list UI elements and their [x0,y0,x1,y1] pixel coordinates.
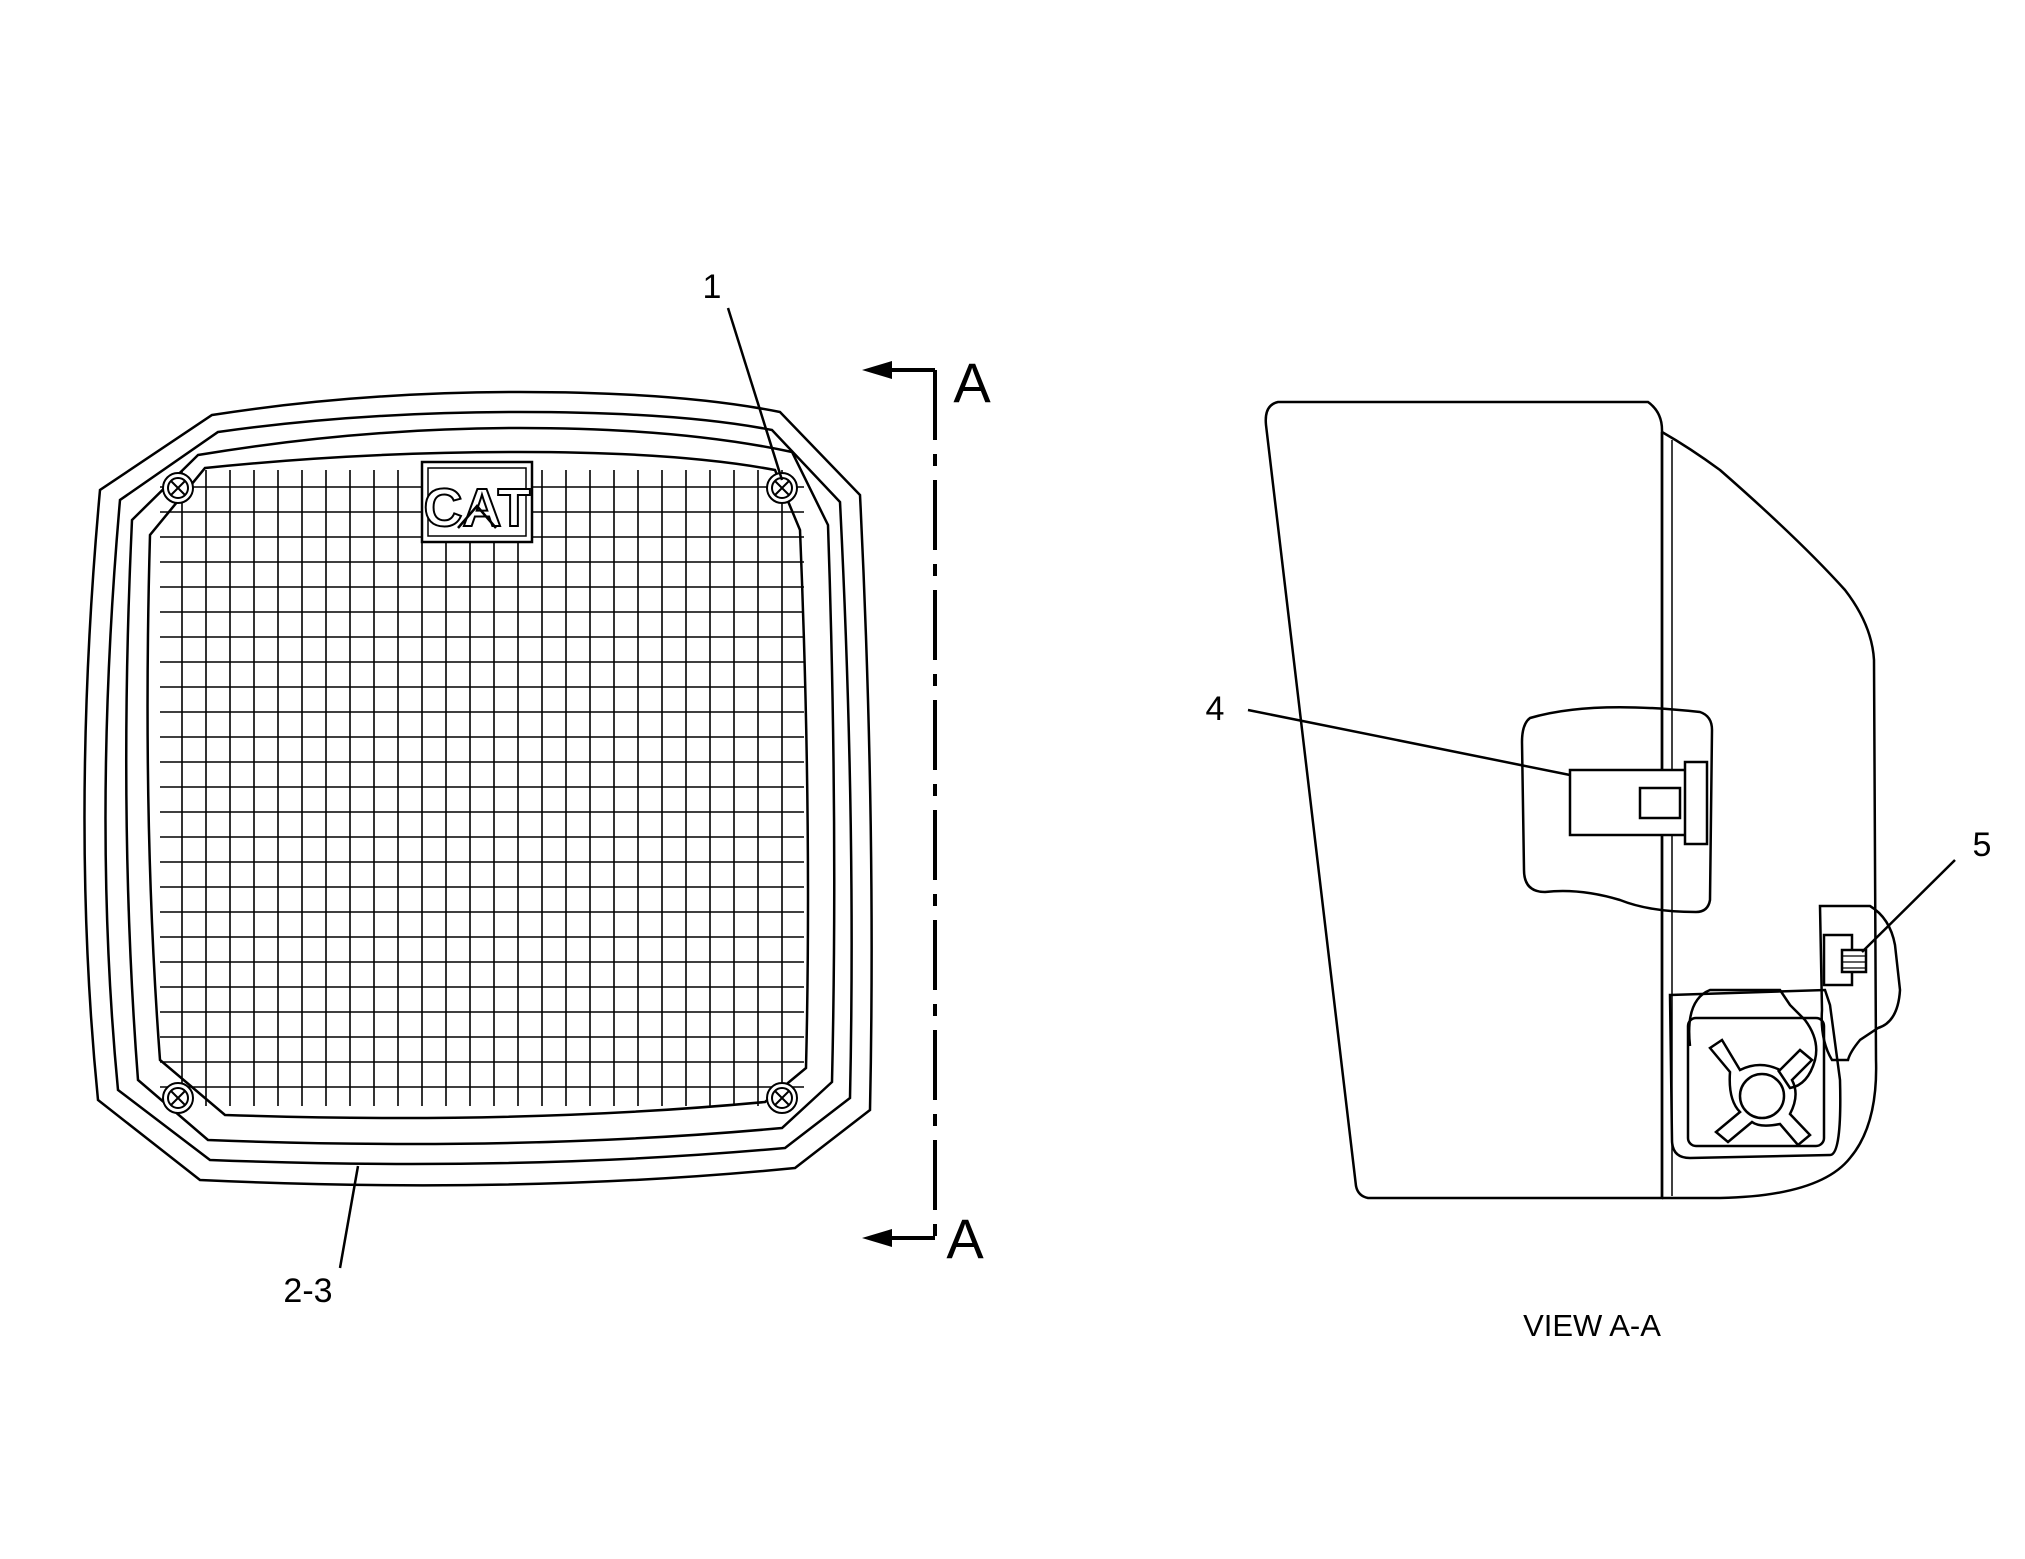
cutaway [1520,705,1714,914]
screw-icon [766,1082,798,1114]
screw-icon [162,1082,194,1114]
leader-line-5 [1861,859,1956,953]
leader-line-4 [1247,708,1571,777]
arrow-left-icon [862,361,892,379]
leader-line-2-3 [338,1165,360,1269]
rear-housing [1661,430,1878,1200]
leader-line-1 [726,307,784,481]
housing-frame [124,426,836,1146]
callout-2-3: 2-3 [283,1272,332,1310]
callout-5: 5 [1973,826,1992,864]
lens-body [1264,400,1664,1200]
housing-bezel [104,410,853,1166]
screw-icon [162,472,194,504]
mount-nut [1688,988,1818,1090]
lens-grid [160,470,804,1106]
adjust-screw [1818,904,1902,1062]
callout-1: 1 [703,268,722,306]
mounting-screws [162,472,798,1114]
housing-outer [83,390,873,1187]
lens [146,450,810,1120]
section-marker-bottom: A [946,1207,984,1270]
section-marker-top: A [953,351,991,414]
section-view-lamp [1264,400,1902,1200]
knob-icon [1708,1038,1814,1147]
logo-text: CAT [424,478,531,538]
callout-4: 4 [1206,690,1225,728]
screw-icon [766,472,798,504]
view-caption: VIEW A-A [1523,1308,1661,1343]
mounting-bracket [1668,988,1842,1160]
bulb-socket [1568,768,1697,837]
section-line: A A [862,351,991,1270]
arrow-left-icon [862,1229,892,1247]
cat-logo: CAT [420,460,534,544]
front-view-lamp [83,390,873,1187]
